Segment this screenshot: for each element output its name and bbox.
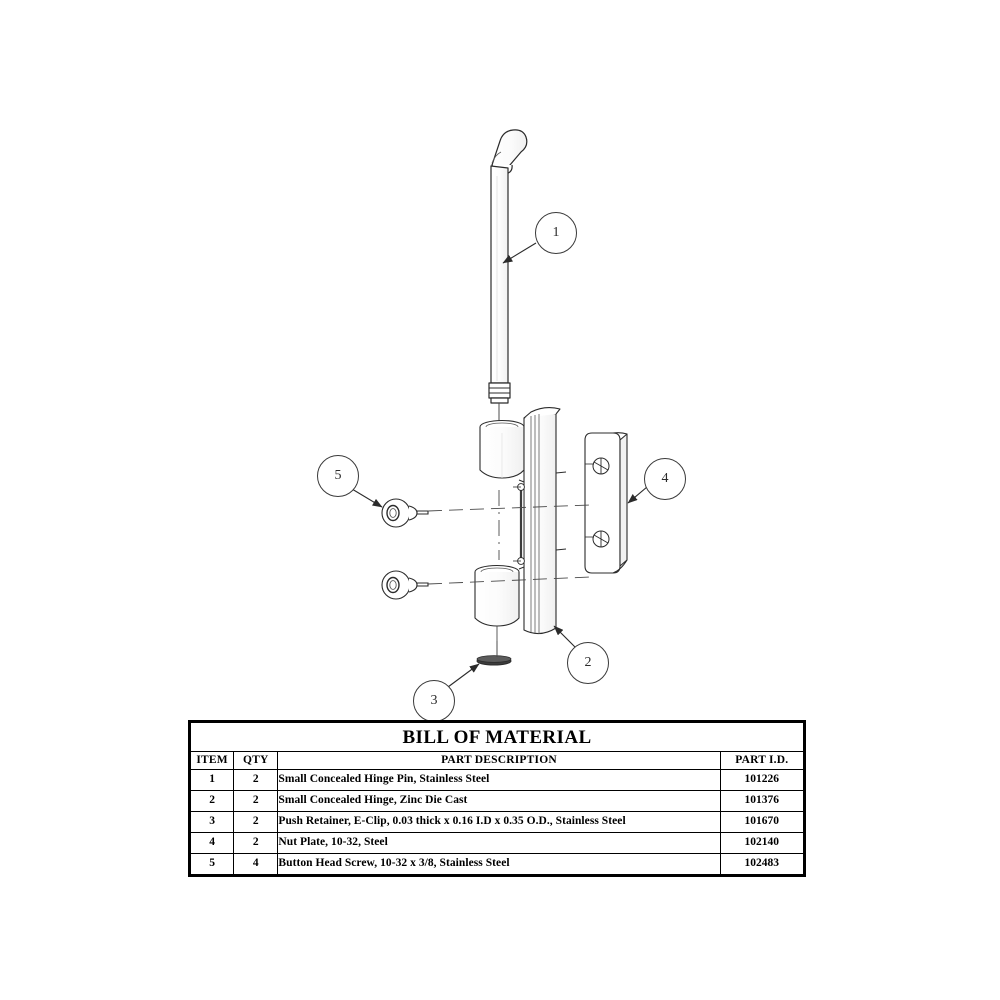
cell-item: 3 bbox=[188, 811, 235, 833]
column-header-item: ITEM bbox=[188, 751, 235, 770]
column-header-description: PART DESCRIPTION bbox=[277, 751, 721, 770]
cell-part-id: 101226 bbox=[719, 769, 806, 791]
part-hinge-pin bbox=[488, 129, 528, 423]
cell-description: Small Concealed Hinge Pin, Stainless Ste… bbox=[277, 769, 721, 791]
cell-description: Nut Plate, 10-32, Steel bbox=[277, 832, 721, 854]
assembly-centerlines bbox=[427, 403, 591, 585]
balloon-2[interactable]: 2 bbox=[567, 642, 609, 684]
cell-qty: 2 bbox=[233, 769, 279, 791]
column-header-qty: QTY bbox=[233, 751, 279, 770]
balloon-label: 4 bbox=[661, 471, 669, 486]
balloon-label: 5 bbox=[334, 468, 342, 483]
bom-header-row: ITEM QTY PART DESCRIPTION PART I.D. bbox=[188, 751, 806, 770]
leader-balloon-4 bbox=[627, 486, 648, 504]
cell-item: 4 bbox=[188, 832, 235, 854]
cell-qty: 2 bbox=[233, 832, 279, 854]
cell-part-id: 102483 bbox=[719, 853, 806, 876]
leader-balloon-3 bbox=[447, 663, 480, 688]
cell-item: 1 bbox=[188, 769, 235, 791]
part-button-head-screw-lower bbox=[381, 570, 429, 600]
column-header-part-id: PART I.D. bbox=[719, 751, 806, 770]
cell-description: Push Retainer, E-Clip, 0.03 thick x 0.16… bbox=[277, 811, 721, 833]
balloon-1[interactable]: 1 bbox=[535, 212, 577, 254]
balloon-label: 3 bbox=[430, 693, 438, 708]
cell-item: 5 bbox=[188, 853, 235, 876]
cell-qty: 2 bbox=[233, 790, 279, 812]
cell-qty: 4 bbox=[233, 853, 279, 876]
part-push-retainer-eclip bbox=[476, 641, 512, 666]
bom-title-row: BILL OF MATERIAL bbox=[189, 721, 805, 752]
bom-table: BILL OF MATERIAL ITEM QTY PART DESCRIPTI… bbox=[188, 720, 806, 877]
cell-item: 2 bbox=[188, 790, 235, 812]
bill-of-material: BILL OF MATERIAL ITEM QTY PART DESCRIPTI… bbox=[188, 720, 806, 877]
balloon-5[interactable]: 5 bbox=[317, 455, 359, 497]
table-row: 5 4 Button Head Screw, 10-32 x 3/8, Stai… bbox=[188, 853, 806, 876]
part-button-head-screw-upper bbox=[381, 498, 429, 528]
leader-balloon-5 bbox=[351, 488, 383, 508]
balloon-4[interactable]: 4 bbox=[644, 458, 686, 500]
cell-part-id: 101376 bbox=[719, 790, 806, 812]
cell-part-id: 102140 bbox=[719, 832, 806, 854]
bom-title: BILL OF MATERIAL bbox=[189, 721, 805, 752]
balloon-label: 1 bbox=[552, 225, 560, 240]
leader-balloon-2 bbox=[553, 625, 576, 648]
balloon-3[interactable]: 3 bbox=[413, 680, 455, 722]
leader-lines bbox=[351, 242, 648, 688]
leader-balloon-1 bbox=[502, 242, 537, 264]
part-nut-plate bbox=[584, 432, 628, 574]
part-concealed-hinge bbox=[474, 406, 567, 655]
balloon-label: 2 bbox=[584, 655, 592, 670]
table-row: 3 2 Push Retainer, E-Clip, 0.03 thick x … bbox=[188, 811, 806, 833]
cell-part-id: 101670 bbox=[719, 811, 806, 833]
table-row: 4 2 Nut Plate, 10-32, Steel 102140 bbox=[188, 832, 806, 854]
cell-qty: 2 bbox=[233, 811, 279, 833]
cell-description: Small Concealed Hinge, Zinc Die Cast bbox=[277, 790, 721, 812]
table-row: 2 2 Small Concealed Hinge, Zinc Die Cast… bbox=[188, 790, 806, 812]
table-row: 1 2 Small Concealed Hinge Pin, Stainless… bbox=[188, 769, 806, 791]
cell-description: Button Head Screw, 10-32 x 3/8, Stainles… bbox=[277, 853, 721, 876]
